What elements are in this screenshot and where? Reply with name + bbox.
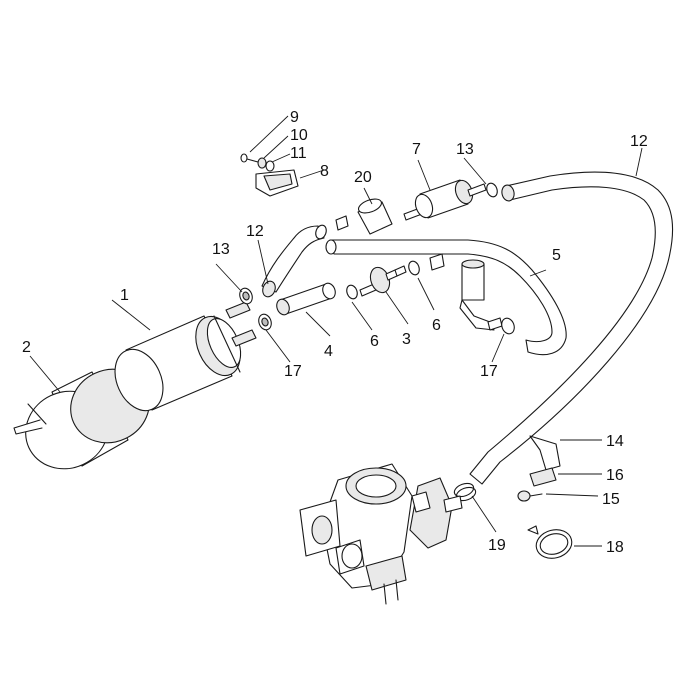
part-17-hose-clamp-right	[487, 317, 515, 335]
part-8-hose-clip	[255, 169, 299, 197]
callout-6-left: 6	[370, 333, 379, 350]
part-13-hose-clamp-right	[486, 182, 498, 198]
part-11-washer	[265, 160, 275, 172]
part-1-fuel-pump-body	[114, 301, 257, 412]
part-9-screw	[240, 153, 259, 163]
callout-9: 9	[290, 109, 299, 126]
part-10-washer	[257, 157, 267, 169]
callout-16: 16	[606, 467, 624, 484]
part-13-hose-clamp-left	[239, 287, 253, 305]
part-6-hose-clamp-left	[346, 284, 358, 300]
part-17-hose-clamp-left	[258, 313, 272, 331]
callout-2: 2	[22, 339, 31, 356]
callout-13-right: 13	[456, 141, 474, 158]
part-7-fuel-filter	[403, 179, 487, 221]
callout-12-upper: 12	[246, 223, 264, 240]
carburetor	[299, 463, 463, 605]
callout-12-long: 12	[630, 133, 648, 150]
part-12-hose-short-upper	[261, 224, 327, 298]
callout-15: 15	[602, 491, 620, 508]
callout-3: 3	[402, 331, 411, 348]
callout-17-left: 17	[284, 363, 302, 380]
leader-lines	[29, 115, 643, 547]
callout-19: 19	[488, 537, 506, 554]
part-3-inline-valve	[359, 265, 407, 297]
callout-17-right: 17	[480, 363, 498, 380]
part-15-screw	[517, 490, 543, 502]
callout-18: 18	[606, 539, 624, 556]
part-6-hose-clamp-right	[408, 260, 420, 276]
callout-8: 8	[320, 163, 329, 180]
part-18-band-clamp	[527, 525, 573, 559]
part-5-vacuum-hose	[325, 239, 567, 356]
callout-13-left: 13	[212, 241, 230, 258]
callout-6-right: 6	[432, 317, 441, 334]
part-20-clamp-bracket	[335, 198, 393, 235]
callout-20: 20	[354, 169, 372, 186]
part-4-hose-short-lower	[276, 282, 336, 316]
callout-5: 5	[552, 247, 561, 264]
part-12-hose-long	[469, 171, 674, 485]
part-14-hose-bracket	[529, 435, 561, 471]
callout-14: 14	[606, 433, 624, 450]
callout-4: 4	[324, 343, 333, 360]
callout-10: 10	[290, 127, 308, 144]
callout-7: 7	[412, 141, 421, 158]
callout-1: 1	[120, 287, 129, 304]
part-16-clip-nut	[529, 467, 557, 487]
callout-labels: 1 2 3 4 5 6 6 7 8 9 10 11 12 12 13 13 14…	[22, 109, 648, 556]
part-5-fuel-tap	[429, 253, 495, 331]
part-2-pump-housing-cup	[13, 368, 150, 470]
callout-11: 11	[290, 145, 307, 162]
